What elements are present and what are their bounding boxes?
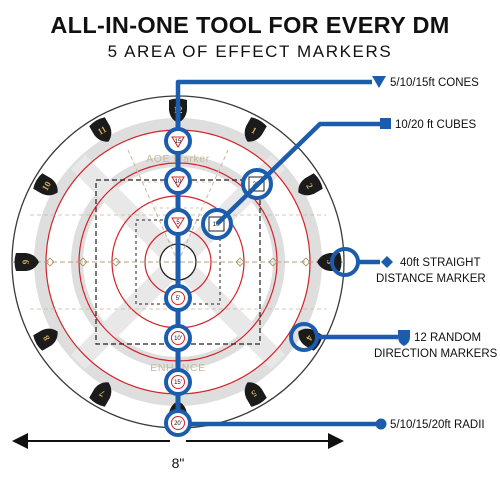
cone-marker-15: 15 (164, 127, 192, 155)
shield-shape (298, 173, 323, 196)
shield-icon (398, 330, 410, 346)
shield-number: 5 (249, 388, 258, 399)
shield-shape (14, 253, 39, 271)
callout-connectors (175, 79, 398, 427)
cone-label-5: 5 (176, 220, 180, 226)
callout-cones: 5/10/15ft CONES (390, 77, 479, 89)
callout-radii: 5/10/15/20ft RADII (390, 419, 485, 431)
shield-number: 9 (21, 259, 31, 264)
direction-markers: 121234567891011 (14, 98, 342, 426)
shield-number: 2 (304, 182, 315, 191)
shield-number: 8 (41, 333, 52, 342)
callout-random-2: DIRECTION MARKERS (374, 348, 498, 360)
direction-shield-10: 10 (33, 173, 58, 196)
title: ALL-IN-ONE TOOL FOR EVERY DM (50, 12, 449, 38)
aoe-mat: AOE Marker ENHANCE 121234567891011 15 10… (11, 95, 360, 437)
callout-cubes: 10/20 ft CUBES (395, 119, 477, 131)
direction-shield-8: 8 (33, 328, 58, 351)
direction-shield-3: 3 (317, 253, 342, 271)
shield-shape (244, 117, 267, 142)
direction-shield-9: 9 (14, 253, 39, 271)
shield-shape (89, 382, 112, 407)
direction-shield-1: 1 (244, 117, 267, 142)
shield-number: 3 (325, 260, 335, 265)
radius-label-10: 10' (174, 336, 182, 342)
shield-shape (33, 328, 58, 351)
shield-number: 1 (250, 125, 259, 136)
radius-label-20: 20' (174, 421, 182, 427)
callout-straight-2: DISTANCE MARKER (376, 273, 486, 285)
cone-marker-5: 5 (164, 208, 192, 236)
dimension-label: 8" (172, 455, 185, 471)
direction-shield-2: 2 (298, 173, 323, 196)
cone-label-10: 10 (175, 179, 182, 185)
callout-random-1: 12 RANDOM (414, 332, 481, 344)
shield-number: 7 (97, 388, 106, 399)
direction-shield-5: 5 (244, 382, 267, 407)
cone-icon (372, 76, 386, 88)
radius-marker-15: 15' (164, 368, 192, 396)
radius-marker-5: 5' (164, 284, 192, 312)
shield-shape (33, 173, 58, 196)
callout-straight-1: 40ft STRAIGHT (400, 257, 481, 269)
cube-label-10: 10' (213, 222, 221, 228)
diamond-icon (381, 256, 393, 268)
direction-shield-7: 7 (89, 382, 112, 407)
shield-shape (89, 117, 112, 142)
cone-marker-10: 10 (164, 167, 192, 195)
connector-cones (175, 79, 372, 120)
subtitle: 5 AREA OF EFFECT MARKERS (108, 42, 393, 61)
horizontal-ticks (45, 257, 311, 267)
cone-label-15: 15 (175, 139, 182, 145)
cube-icon (380, 118, 391, 129)
shield-number: 4 (304, 334, 315, 343)
shield-shape (317, 253, 342, 271)
circle-icon (375, 418, 387, 430)
direction-shield-11: 11 (89, 117, 112, 142)
radius-marker-10: 10' (164, 324, 192, 352)
connector-cubes (215, 121, 380, 226)
radius-label-15: 15' (174, 380, 182, 386)
shield-shape (244, 382, 267, 407)
radius-label-5: 5' (176, 296, 180, 302)
radius-marker-20: 20' (164, 409, 192, 437)
